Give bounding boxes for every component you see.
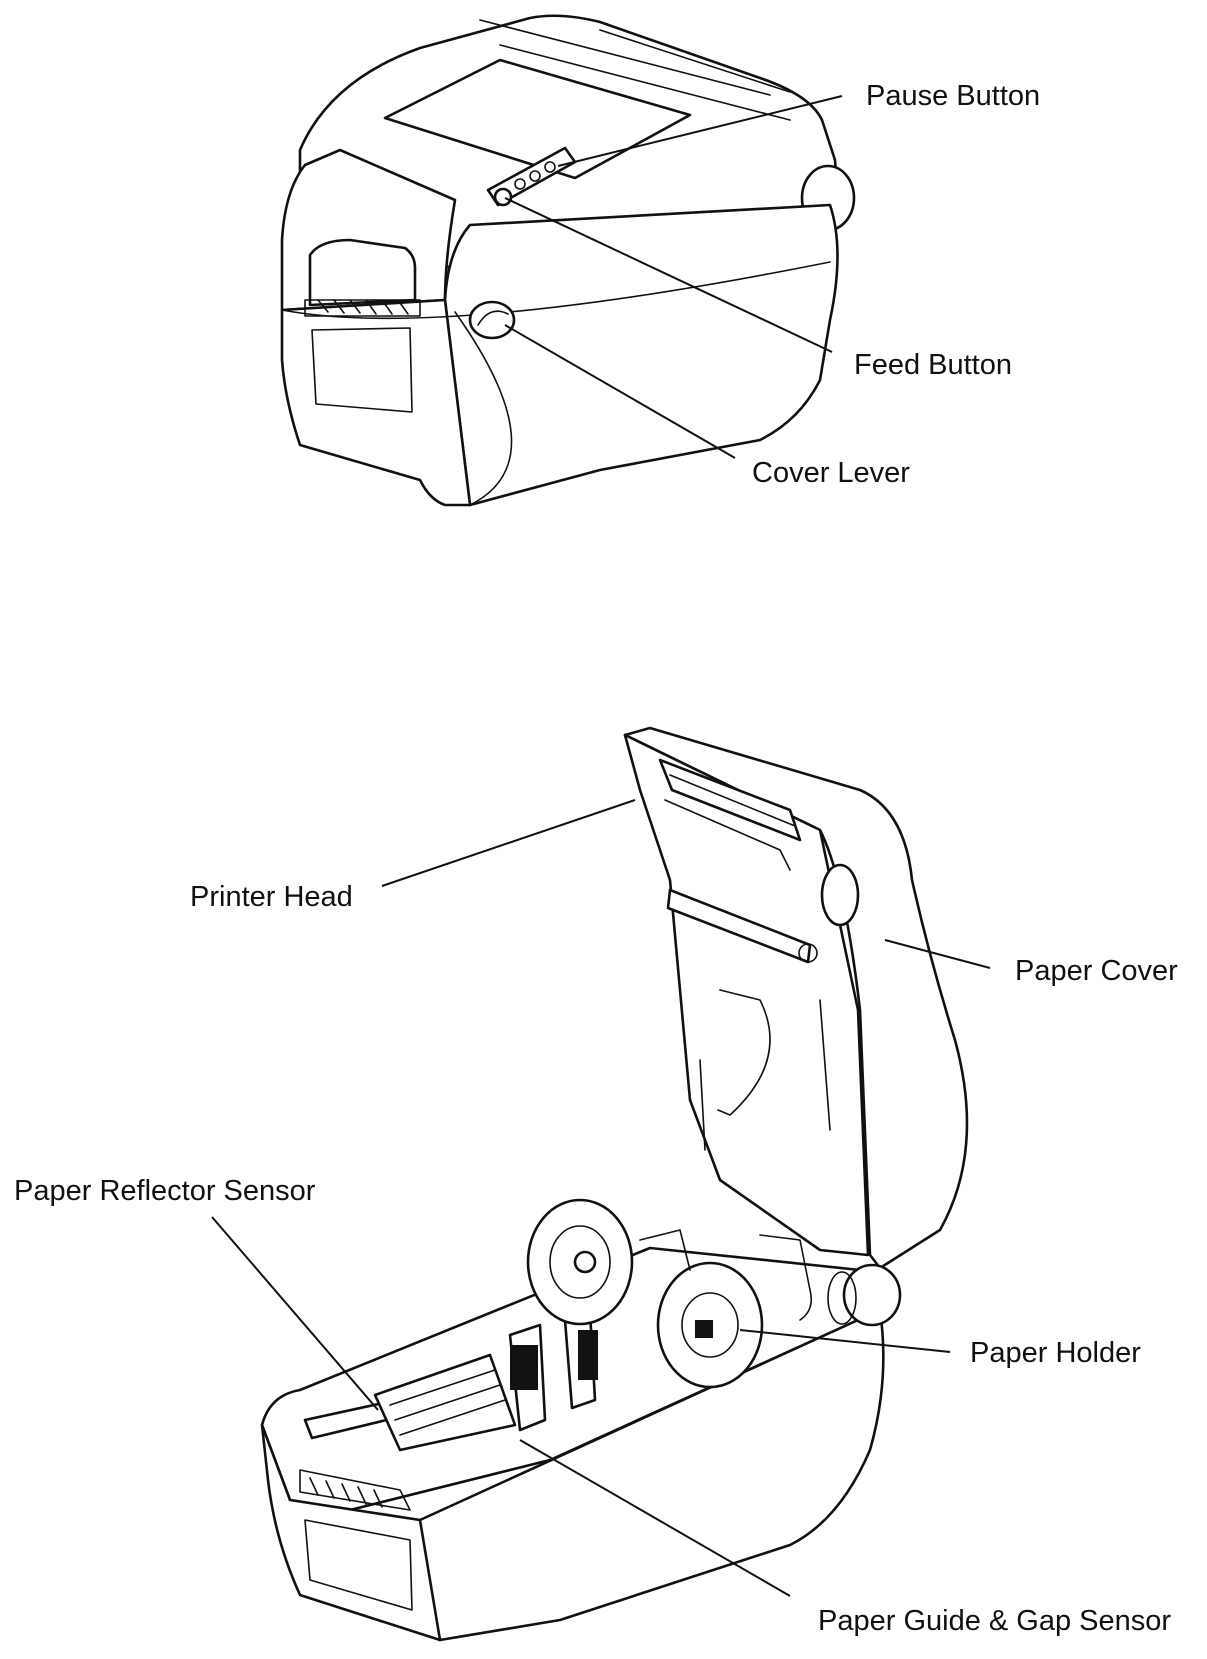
open-printer-knob — [842, 1263, 902, 1327]
leader-paper-holder — [739, 1329, 951, 1353]
leader-printer-head — [381, 799, 636, 887]
label-pause-button: Pause Button — [866, 80, 1040, 112]
leader-paper-cover — [884, 939, 991, 969]
closed-printer-illustration — [280, 14, 856, 507]
open-printer-cover-lever-icon — [820, 863, 860, 927]
label-paper-reflector-sensor: Paper Reflector Sensor — [14, 1175, 316, 1207]
leader-pause-button — [557, 95, 843, 167]
label-paper-cover: Paper Cover — [1015, 955, 1178, 987]
open-printer-illustration — [260, 726, 969, 1642]
open-printer-exit-serrations — [309, 1477, 383, 1508]
leader-cover-lever — [504, 324, 736, 459]
leader-feed-button — [504, 197, 833, 353]
label-paper-holder: Paper Holder — [970, 1337, 1141, 1369]
closed-printer-front-lower — [280, 298, 472, 507]
open-printer-guide-tab-right — [578, 1330, 598, 1380]
closed-printer-exit-lip — [304, 299, 421, 317]
closed-cover-lever-icon — [468, 300, 516, 340]
open-printer-base-side — [418, 1308, 885, 1642]
open-printer-holder-left-hub — [573, 1250, 597, 1274]
closed-printer-exit-serrations — [317, 299, 409, 315]
label-printer-head: Printer Head — [190, 881, 353, 913]
open-printer-front-recess — [304, 1519, 413, 1611]
leader-paper-guide-gap-sensor — [519, 1439, 791, 1597]
leader-paper-reflector-sensor — [211, 1216, 379, 1411]
open-printer-holder-right-inner — [681, 1292, 739, 1358]
closed-led-icon-2 — [529, 170, 541, 182]
closed-pause-button-icon — [544, 161, 556, 173]
closed-printer-window — [383, 58, 692, 180]
open-printer-sensor-detail — [389, 1369, 506, 1436]
open-printer-roller-end — [798, 943, 818, 963]
open-printer-paper-exit — [299, 1469, 411, 1511]
label-feed-button: Feed Button — [854, 349, 1012, 381]
open-printer-holder-left-inner — [549, 1225, 611, 1299]
closed-printer-front-recess — [311, 327, 413, 413]
open-printer-head-detail — [664, 774, 796, 871]
label-cover-lever: Cover Lever — [752, 457, 910, 489]
top-leader-lines — [504, 95, 843, 459]
closed-led-icon — [514, 178, 526, 190]
closed-printer-lid-ridge — [479, 19, 791, 121]
open-printer-spindle-housing — [639, 1229, 813, 1321]
closed-cover-lever-inner — [477, 310, 509, 326]
bottom-leader-lines — [211, 799, 991, 1597]
closed-feed-button-icon — [493, 187, 513, 207]
open-printer-guide-tab-left — [510, 1345, 538, 1390]
open-printer-cover-cutout — [699, 989, 831, 1151]
open-printer-holder-right-hub — [695, 1320, 713, 1338]
label-paper-guide-gap-sensor: Paper Guide & Gap Sensor — [818, 1605, 1171, 1637]
closed-printer-paper-exit — [308, 238, 417, 307]
open-printer-cover-shell — [623, 726, 969, 1270]
open-printer-knob-collar — [827, 1271, 857, 1325]
